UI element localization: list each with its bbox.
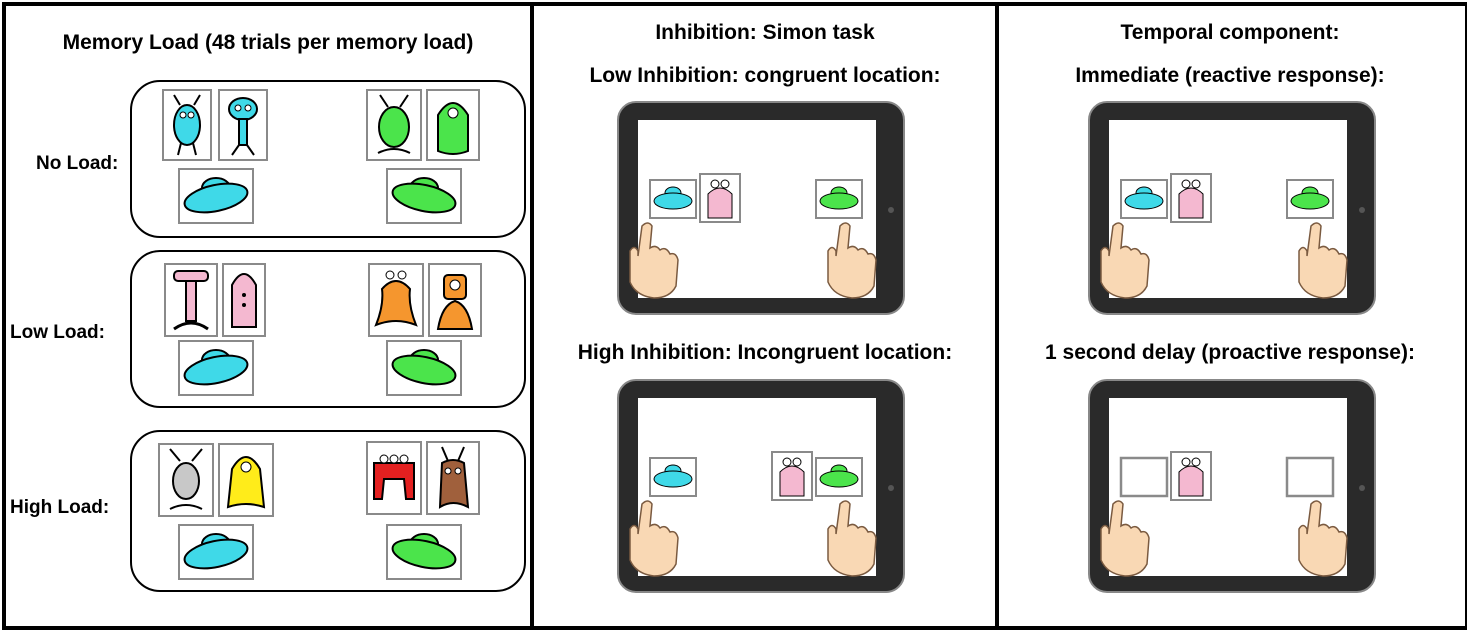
tablet-incongruent [616, 378, 906, 603]
tablet-device-icon [1088, 379, 1376, 593]
brown-alien-card [426, 441, 480, 515]
empty-target-box [1119, 456, 1169, 498]
cyan-spaceship-card [178, 340, 254, 396]
tablet-device-icon [617, 379, 905, 593]
yellow-alien-card [218, 443, 274, 517]
tablet-home-button [1359, 485, 1365, 491]
green-alien-card [426, 89, 480, 161]
cyan-spaceship-icon [183, 349, 249, 386]
pointing-hand-icon [1100, 500, 1150, 577]
pointing-hand-icon [629, 222, 679, 299]
tablet-home-button [1359, 207, 1365, 213]
cyan-spaceship-card [649, 179, 697, 219]
no-load-group [130, 80, 526, 238]
cyan-alien-card [218, 89, 268, 161]
green-spaceship-card [815, 179, 863, 219]
green-spaceship-card [386, 340, 462, 396]
orange-alien-icon [374, 270, 418, 327]
green-spaceship-card [386, 168, 462, 224]
low-load-label: Low Load: [10, 322, 105, 343]
memory-load-title: Memory Load (48 trials per memory load) [62, 31, 474, 54]
tablet-home-button [888, 207, 894, 213]
green-spaceship-icon [391, 177, 457, 214]
pointing-hand-icon [1100, 222, 1150, 299]
pink-alien-card [771, 451, 813, 501]
cyan-spaceship-icon [183, 177, 249, 214]
tablet-congruent [616, 100, 906, 325]
orange-alien-card [428, 263, 482, 337]
green-spaceship-card [815, 457, 863, 497]
cyan-alien-icon [228, 97, 258, 156]
red-alien-card [366, 441, 422, 515]
green-spaceship-card [1286, 179, 1334, 219]
orange-alien-icon [436, 274, 474, 330]
cyan-spaceship-card [178, 524, 254, 580]
red-alien-icon [373, 454, 415, 500]
high-load-label: High Load: [10, 497, 110, 518]
pink-alien-card [1170, 173, 1212, 223]
green-alien-card [366, 89, 422, 161]
temporal-title: Temporal component: [1120, 21, 1340, 44]
cyan-alien-card [162, 89, 212, 161]
cyan-alien-icon [173, 94, 201, 156]
pink-alien-card [699, 173, 741, 223]
cyan-spaceship-icon [183, 533, 249, 570]
tablet-device-icon [617, 101, 905, 315]
yellow-alien-icon [226, 456, 266, 509]
tablet-device-icon [1088, 101, 1376, 315]
immediate-label: Immediate (reactive response): [1075, 64, 1385, 87]
green-alien-icon [437, 102, 469, 155]
inhibition-title: Inhibition: Simon task [655, 21, 875, 44]
high-load-group [130, 430, 526, 592]
tablet-home-button [888, 485, 894, 491]
pink-alien-icon [173, 270, 209, 331]
cyan-spaceship-card [178, 168, 254, 224]
pink-alien-card [164, 263, 218, 337]
brown-alien-icon [438, 446, 470, 509]
pointing-hand-icon [827, 500, 877, 577]
cyan-spaceship-card [1120, 179, 1168, 219]
tablet-immediate [1087, 100, 1377, 325]
pink-alien-card [1170, 451, 1212, 501]
green-alien-icon [377, 94, 411, 154]
low-inhibition-label: Low Inhibition: congruent location: [589, 64, 941, 87]
panel-divider-left [530, 2, 534, 630]
empty-target-box [1285, 456, 1335, 498]
no-load-label: No Load: [36, 153, 119, 174]
low-load-group [130, 250, 526, 408]
delay-label: 1 second delay (proactive response): [1045, 341, 1415, 364]
pink-alien-card [222, 263, 266, 337]
pointing-hand-icon [1298, 222, 1348, 299]
green-spaceship-icon [391, 349, 457, 386]
green-spaceship-card [386, 524, 462, 580]
pointing-hand-icon [827, 222, 877, 299]
tablet-delay [1087, 378, 1377, 603]
orange-alien-card [368, 263, 424, 337]
panel-divider-right [995, 2, 999, 630]
green-spaceship-icon [391, 533, 457, 570]
pointing-hand-icon [629, 500, 679, 577]
pointing-hand-icon [1298, 500, 1348, 577]
gray-alien-card [158, 443, 214, 517]
pink-alien-icon [231, 273, 257, 328]
gray-alien-icon [169, 448, 203, 510]
high-inhibition-label: High Inhibition: Incongruent location: [577, 341, 953, 364]
cyan-spaceship-card [649, 457, 697, 497]
